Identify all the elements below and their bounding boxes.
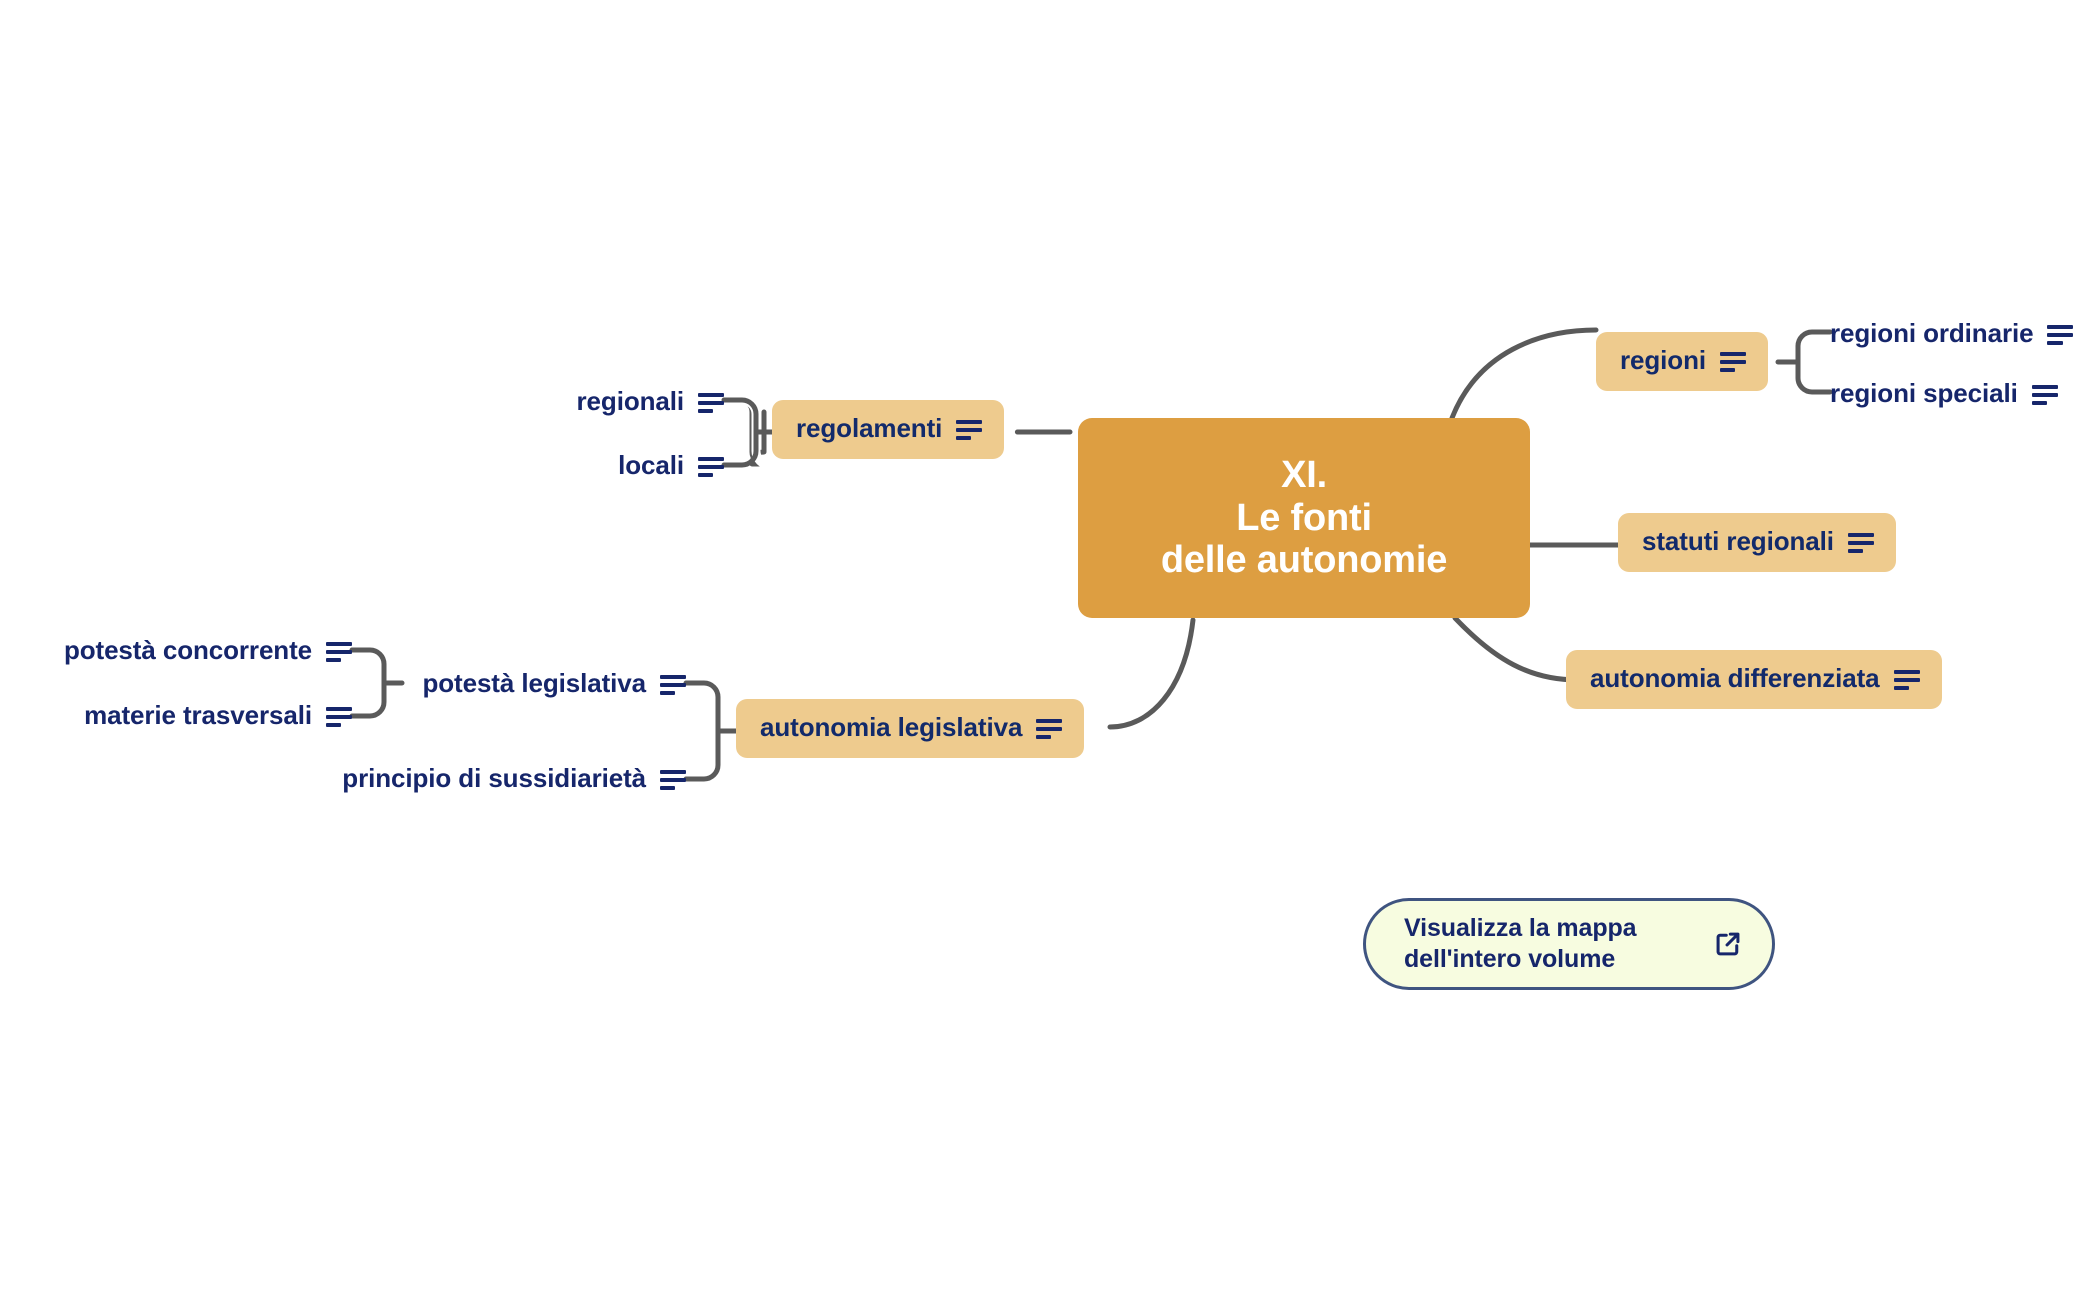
edge-root-autonomia-legislativa [1107,617,1196,730]
branch-node-regolamenti[interactable]: regolamenti [772,400,1005,459]
leaf-label-regionali: regionali [576,386,685,416]
note-lines-icon[interactable] [1719,351,1746,372]
edge-root-regioni [1449,327,1599,421]
bracket-regolamenti-main [721,397,759,468]
external-link-icon [1716,932,1740,956]
branch-label-statuti-regionali: statuti regionali [1642,526,1834,556]
leaf-label-regioni-ordinarie: regioni ordinarie [1830,318,2034,348]
branch-label-regioni: regioni [1620,345,1706,375]
note-lines-icon[interactable] [660,674,686,695]
view-full-volume-map-label: Visualizza la mappa dell'intero volume [1404,914,1637,973]
note-lines-icon[interactable] [1847,532,1874,553]
leaf-node-regionali[interactable]: regionali [424,386,724,417]
leaf-label-materie-trasversali: materie trasversali [84,700,312,730]
edge-root-autonomia-differenziata [1452,615,1581,683]
branch-node-autonomia-differenziata[interactable]: autonomia differenziata [1566,650,1942,709]
leaf-node-principio-di-sussidiarieta[interactable]: principio di sussidiarietà [306,763,686,794]
leaf-label-principio-di-sussidiarieta: principio di sussidiarietà [342,763,646,793]
leaf-label-potesta-legislativa: potestà legislativa [422,668,646,698]
leaf-node-potesta-legislativa[interactable]: potestà legislativa [402,668,686,699]
branch-label-autonomia-differenziata: autonomia differenziata [1590,663,1880,693]
view-full-volume-map-button[interactable]: Visualizza la mappa dell'intero volume [1363,898,1775,990]
note-lines-icon[interactable] [326,706,352,727]
note-lines-icon[interactable] [660,769,686,790]
root-node-label: XI. Le fonti delle autonomie [1160,453,1448,582]
branch-label-regolamenti: regolamenti [796,413,943,443]
leaf-label-potesta-concorrente: potestà concorrente [63,635,312,665]
note-lines-icon[interactable] [1036,718,1063,739]
leaf-node-potesta-concorrente[interactable]: potestà concorrente [24,635,352,666]
bracket-regolamenti [724,397,767,467]
note-lines-icon[interactable] [698,392,724,413]
note-lines-icon[interactable] [1893,669,1920,690]
leaf-label-regioni-speciali: regioni speciali [1830,378,2018,408]
branch-node-regioni[interactable]: regioni [1596,332,1768,391]
note-lines-icon[interactable] [2047,324,2074,345]
note-lines-icon[interactable] [698,456,724,477]
branch-label-autonomia-legislativa: autonomia legislativa [760,712,1023,742]
note-lines-icon[interactable] [2031,384,2058,405]
leaf-node-regioni-ordinarie[interactable]: regioni ordinarie [1830,318,2074,349]
note-lines-icon[interactable] [326,641,352,662]
branch-node-autonomia-legislativa[interactable]: autonomia legislativa [736,699,1085,758]
bracket-regioni [1795,329,1833,395]
branch-node-statuti-regionali[interactable]: statuti regionali [1618,513,1896,572]
note-lines-icon[interactable] [956,419,983,440]
bracket-autonomia-legislativa [683,680,721,782]
leaf-node-materie-trasversali[interactable]: materie trasversali [24,700,352,731]
leaf-node-locali[interactable]: locali [424,450,724,481]
leaf-label-locali: locali [618,450,684,480]
bracket-regolamenti-clean [719,395,775,470]
root-node[interactable]: XI. Le fonti delle autonomie [1078,418,1530,618]
leaf-node-regioni-speciali[interactable]: regioni speciali [1830,378,2058,409]
bracket-potesta-legislativa [349,647,387,719]
